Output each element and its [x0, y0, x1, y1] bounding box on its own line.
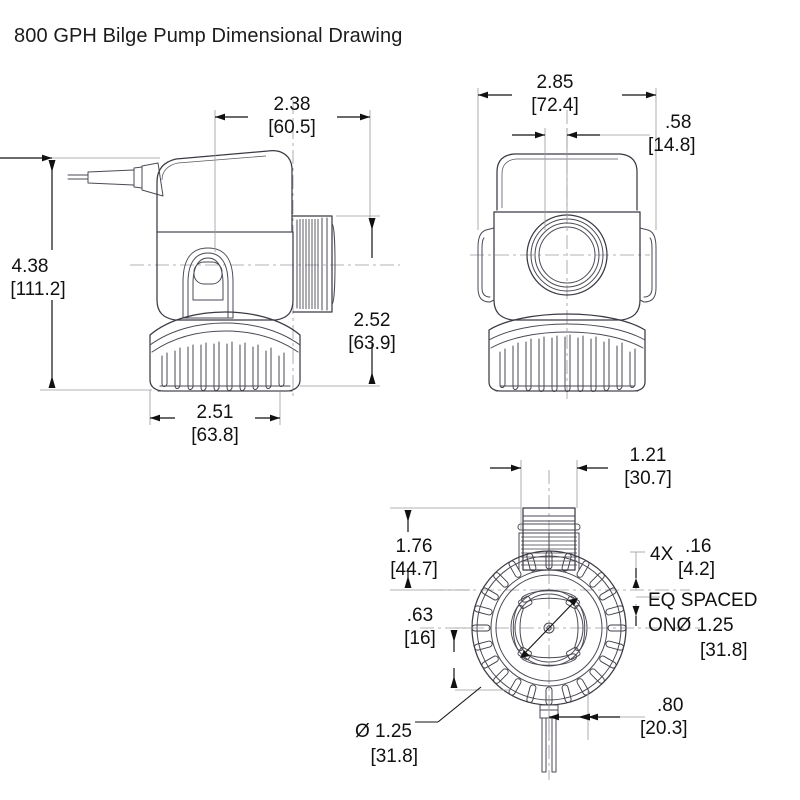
note-on-diameter: ONØ 1.25: [648, 615, 734, 636]
dim-2.38-metric: [60.5]: [268, 117, 316, 138]
note-hole-spacing: EQ SPACED ONØ 1.25 [31.8]: [648, 590, 757, 661]
dim-0.63-value: .63: [407, 605, 433, 626]
dim-4.38-metric: [111.2]: [10, 279, 65, 300]
dim-0.58-value: .58: [665, 112, 691, 133]
bottom-hub-outer: [543, 622, 555, 634]
dim-2.52-value: 2.52: [354, 310, 391, 331]
front-left-tab: [477, 227, 495, 303]
bottom-view: 1.21 [30.7] 1.76 [44.7] .63 [16]: [355, 445, 757, 780]
front-cap-highlight: [501, 158, 618, 208]
note-hole-dia-value: .16: [685, 536, 711, 557]
dim-1.21-metric: [30.7]: [624, 468, 672, 489]
dim-side-base-width: 2.51 [63.8]: [149, 390, 281, 446]
front-strainer: [488, 313, 646, 392]
note-bolt-circle-value: Ø 1.25: [355, 721, 412, 742]
dim-2.51-metric: [63.8]: [191, 425, 239, 446]
dim-2.51-value: 2.51: [197, 402, 234, 423]
dim-front-overall-width: 2.85 [72.4]: [477, 72, 657, 230]
front-right-tab: [639, 227, 657, 303]
front-view: 2.85 [72.4] .58 [14.8]: [470, 72, 696, 400]
dim-side-width-top: 2.38 [60.5]: [214, 94, 371, 252]
dim-side-overall-height: 4.38 [111.2]: [0, 154, 160, 391]
side-housing-highlight: [161, 155, 267, 181]
bottom-hub-inner: [546, 625, 552, 631]
dim-2.85-value: 2.85: [537, 72, 574, 93]
note-hole-size: 4X .16 [4.2]: [630, 536, 715, 626]
side-motor-housing: [156, 150, 293, 233]
bottom-radial-slots: [471, 550, 627, 706]
side-lower-housing: [156, 231, 294, 321]
dim-1.76-value: 1.76: [396, 536, 433, 557]
bolt-circle-leader: [520, 598, 578, 658]
page-title: 800 GPH Bilge Pump Dimensional Drawing: [14, 25, 403, 47]
note-bolt-circle-metric: [31.8]: [370, 746, 418, 767]
front-left-tab-inner: [481, 237, 491, 298]
dim-1.76-metric: [44.7]: [390, 559, 438, 580]
side-view: 2.38 [60.5] 4.38 [111.2] 2.52 [63.9]: [0, 94, 400, 446]
note-bolt-circle: Ø 1.25 [31.8]: [355, 686, 482, 767]
side-strainer: [149, 311, 301, 392]
note-on-diameter-metric: [31.8]: [700, 640, 748, 661]
dim-0.58-metric: [14.8]: [648, 135, 696, 156]
dim-bottom-tab-height: .63 [16]: [404, 605, 510, 691]
dim-1.21-value: 1.21: [630, 445, 667, 466]
dim-side-outlet-height: 2.52 [63.9]: [300, 215, 396, 387]
note-eq-spaced: EQ SPACED: [648, 590, 757, 611]
dim-2.85-metric: [72.4]: [531, 95, 579, 116]
note-hole-dia-metric: [4.2]: [678, 559, 715, 580]
dim-2.52-metric: [63.9]: [348, 333, 396, 354]
dim-front-port-offset: .58 [14.8]: [512, 112, 696, 230]
dim-2.38-value: 2.38: [274, 94, 311, 115]
dim-0.80-value: .80: [657, 695, 683, 716]
dim-bottom-cable-offset: .80 [20.3]: [548, 690, 688, 740]
note-4x-prefix: 4X: [650, 544, 674, 565]
dim-bottom-outlet-width: 1.21 [30.7]: [490, 445, 672, 530]
dim-0.80-metric: [20.3]: [640, 718, 688, 739]
front-right-tab-inner: [643, 237, 653, 298]
front-body: [493, 211, 641, 321]
dim-0.63-metric: [16]: [404, 628, 436, 649]
side-cable: [67, 162, 164, 197]
side-outlet-port: [292, 215, 336, 313]
side-slot-feature: [182, 247, 234, 319]
dim-bottom-outlet-length: 1.76 [44.7]: [390, 507, 521, 591]
dim-4.38-value: 4.38: [12, 256, 49, 277]
bottom-outlet-spout: [517, 507, 581, 571]
